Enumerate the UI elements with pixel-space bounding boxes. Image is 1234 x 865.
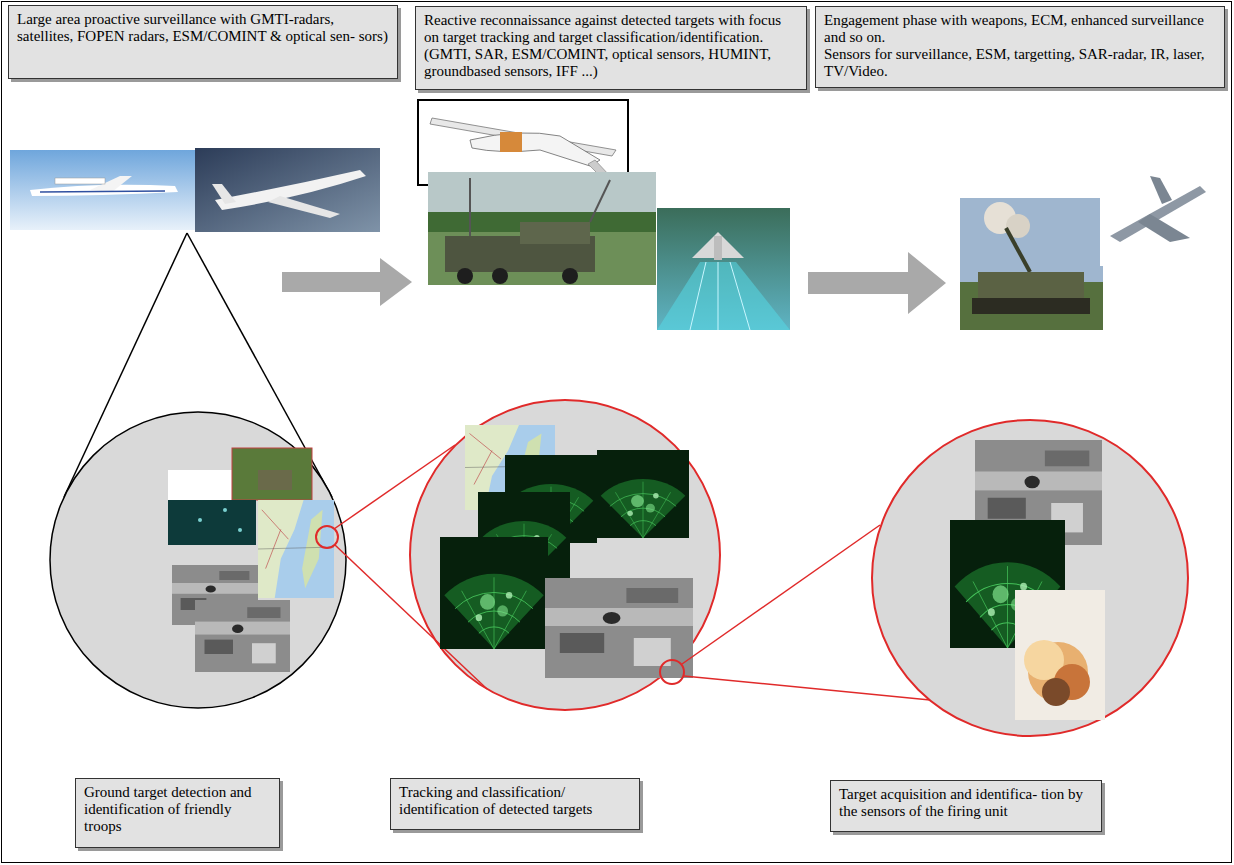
artillery-photo [960,198,1103,330]
aircraft-photo-part [195,148,380,232]
aircraft-photo-part [268,196,340,218]
jet-radar-photo-part [657,262,790,330]
tracking-images-part [440,537,548,649]
ground-sensor-photo-part [428,172,656,285]
text-box: Target acquisition and identifica- tion … [830,780,1102,832]
phase-arrow [282,258,412,306]
jet-radar-photo [657,208,790,330]
zoom-circle [872,420,1188,736]
fighter-photo [1100,168,1212,266]
text-box: Tracking and classification/ identificat… [390,778,640,830]
jet-radar-photo-part [714,236,722,260]
ground-sensor-photo-part [590,180,610,222]
detection-images-part [168,470,232,500]
engagement-images-part [1015,590,1105,720]
box-text: Reactive reconnaissance against detected… [424,12,798,80]
box-text: Engagement phase with weapons, ECM, enha… [824,12,1216,46]
aircraft-photo-part [212,184,236,204]
aircraft-photo [10,150,195,230]
detection-images-part [258,470,292,490]
text-box: Engagement phase with weapons, ECM, enha… [815,6,1225,88]
aircraft-photo [195,148,380,232]
text-box: Reactive reconnaissance against detected… [415,6,807,90]
phase-arrow [808,252,946,314]
jet-radar-photo-part [690,262,750,330]
uav-photo-part [500,132,522,152]
jet-radar-photo-part [657,208,790,330]
detection-images-part [168,500,256,545]
ground-sensor-photo-part [428,172,656,212]
artillery-photo-part [960,198,1103,330]
zoom-lines-part [684,676,930,700]
zoom-circle [50,412,346,708]
detection-images-part [198,518,202,522]
artillery-photo-part [978,272,1084,302]
artillery-photo-part [1006,228,1030,272]
ground-sensor-photo-part [520,222,590,244]
detection-images-part [258,500,334,598]
aircraft-photo-part [40,191,165,192]
aircraft-photo-part [10,150,195,230]
box-text: Target acquisition and identifica- tion … [839,786,1093,820]
engagement-images [950,440,1105,720]
zoom-lines-part [682,525,880,664]
text-box: Ground target detection and identificati… [75,778,280,848]
zoom-lines [682,525,930,700]
box-text: Ground target detection and identificati… [84,784,271,835]
detection-images-part [195,600,290,672]
aircraft-photo-part [55,178,105,184]
uav-photo-part [470,133,600,166]
box-text: Sensors for surveillance, ESM, targettin… [824,46,1216,80]
tracking-images [440,425,693,678]
fighter-photo-part [1138,214,1190,242]
detection-images-part [223,508,227,512]
ground-sensor-photo-part [562,268,578,284]
artillery-photo-part [972,298,1090,314]
box-text: Tracking and classification/ identificat… [399,784,631,818]
detection-images-part [238,528,242,532]
tracking-images-part [545,578,693,678]
box-text: Large area proactive surveillance with G… [17,11,389,45]
zoom-lines-part [334,445,455,529]
ground-sensor-photo [428,172,656,285]
ground-sensor-photo-part [469,178,471,236]
text-box: Large area proactive surveillance with G… [8,5,398,79]
focus-circle [660,660,684,684]
zoom-circle [410,400,720,710]
engagement-images-part [1042,678,1070,706]
detection-images-part [232,448,312,500]
ground-sensor-photo-part [492,268,508,284]
ground-sensor-photo-part [457,268,473,284]
tracking-images-part [597,450,689,538]
fighter-photo-part [1100,168,1212,266]
detection-images [168,448,334,672]
fighter-photo-part [1150,176,1172,204]
